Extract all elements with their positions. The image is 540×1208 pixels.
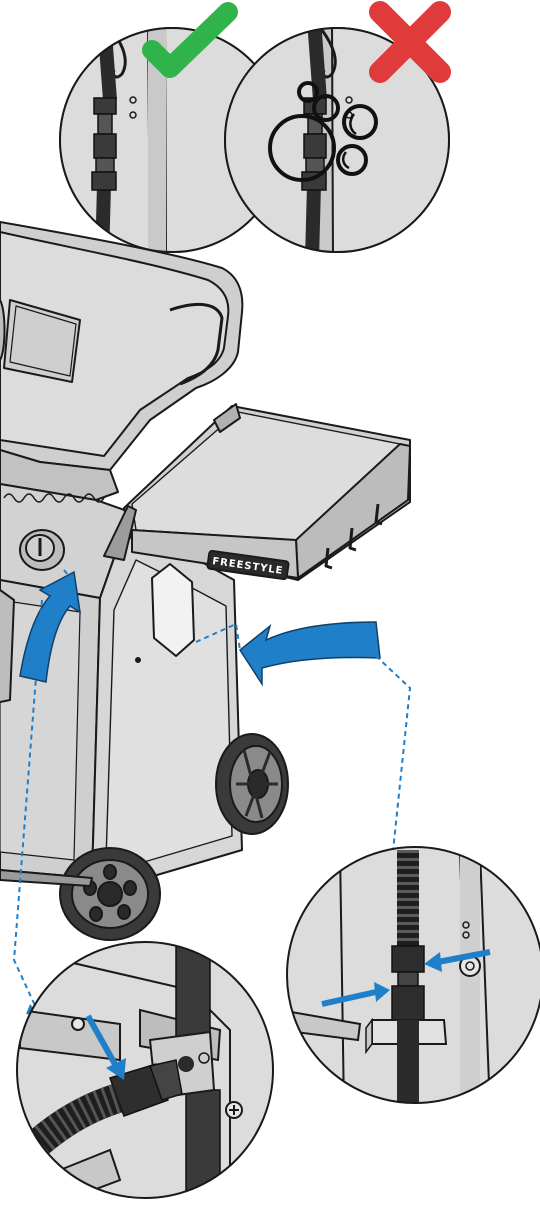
rear-wheel [215,733,289,835]
cross-mark-icon [369,1,451,83]
leak-bubbles-icon [268,81,378,182]
open-door-arrow-left [19,570,81,683]
detail-hose-fitting [286,846,540,1104]
check-mark-icon [142,2,238,78]
front-wheel [59,847,161,941]
leader-lines [12,569,412,1013]
grill: FREESTYLE [0,221,411,941]
detail-incorrect [224,1,451,253]
open-door-arrow-right [239,621,381,687]
detail-regulator-connection [16,941,274,1199]
